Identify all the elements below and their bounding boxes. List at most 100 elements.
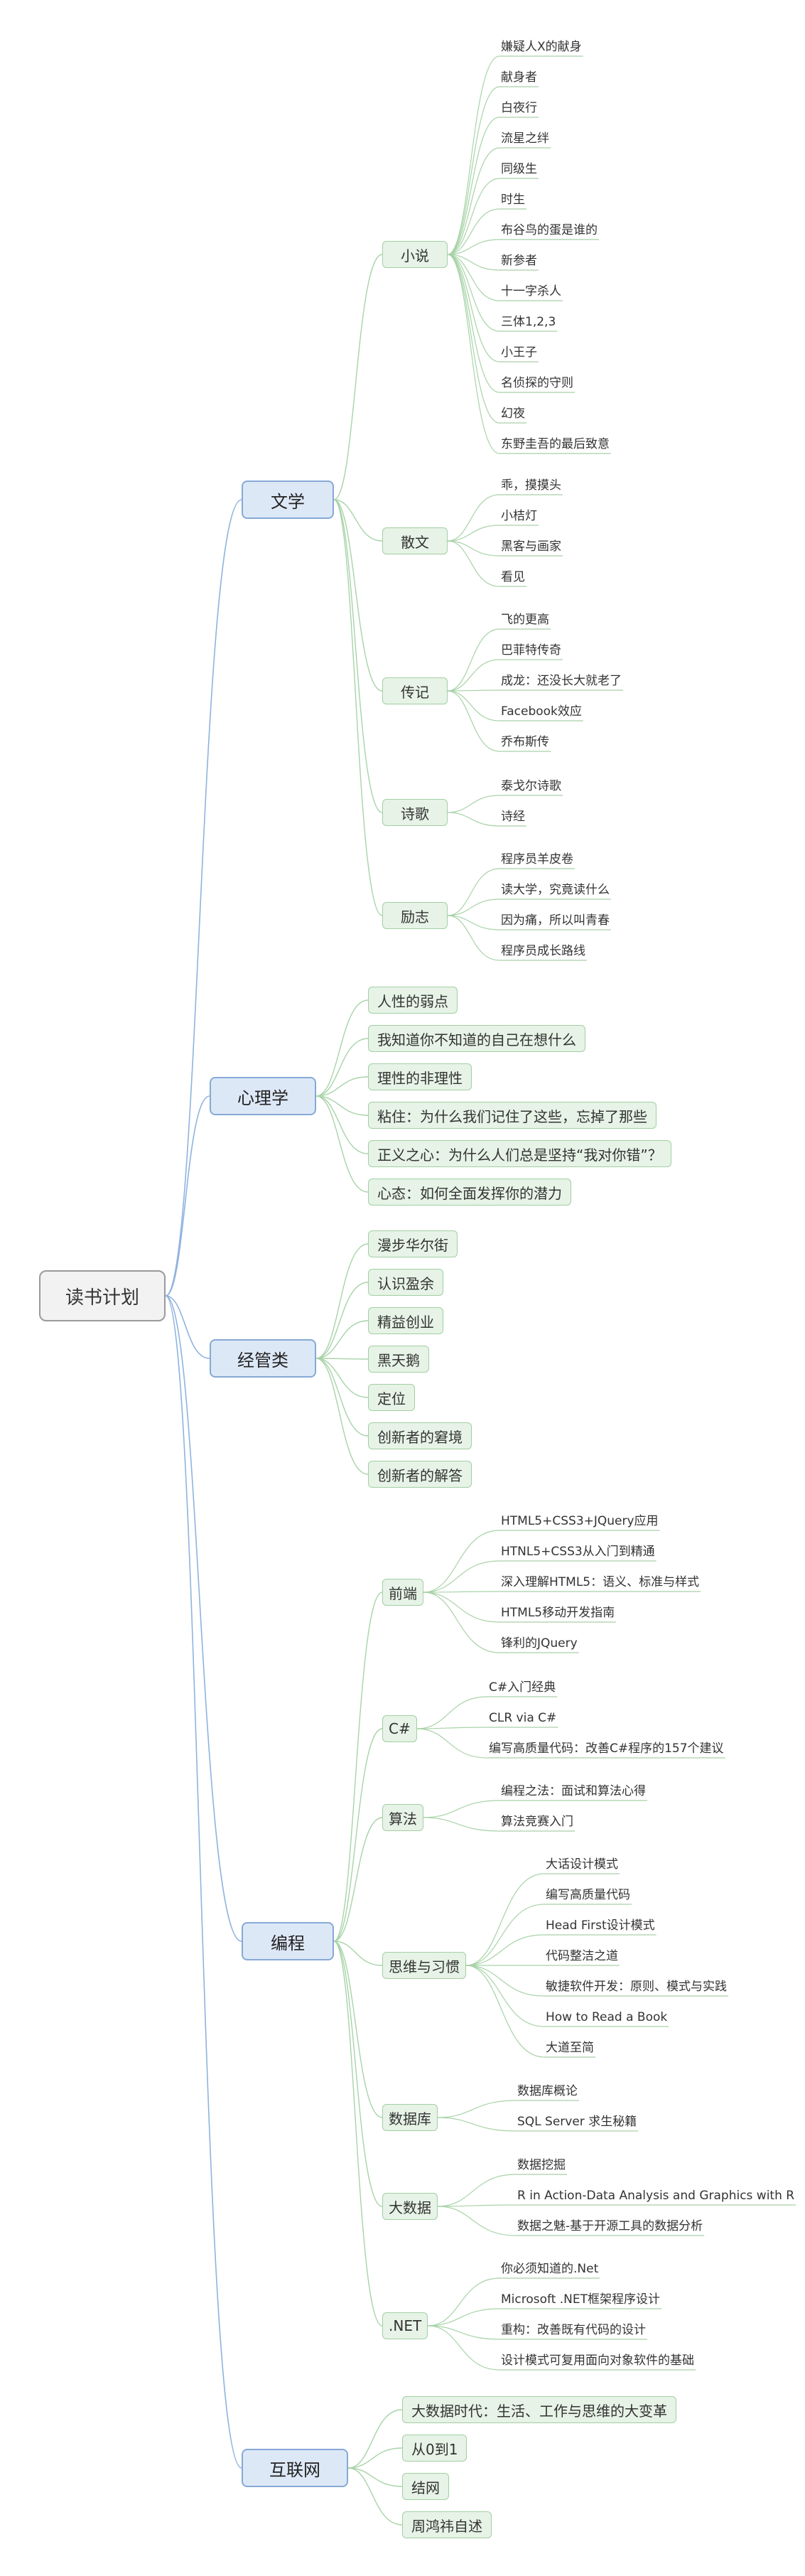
book-novel[interactable]: 新参者 (501, 254, 537, 268)
book-dotnet[interactable]: 设计模式可复用面向对象软件的基础 (501, 2354, 694, 2368)
book-novel[interactable]: 嫌疑人X的献身 (501, 40, 582, 54)
book-thinking[interactable]: 敏捷软件开发：原则、模式与实践 (546, 1980, 727, 1994)
leaf-connector (447, 254, 500, 301)
leaf-connector (416, 1728, 488, 1759)
book-economics[interactable]: 黑天鹅 (368, 1346, 429, 1373)
topic-programming[interactable]: 编程 (242, 1922, 334, 1960)
book-economics[interactable]: 创新者的窘境 (368, 1422, 472, 1449)
book-biography[interactable]: 乔布斯传 (501, 735, 549, 749)
subtopic-database[interactable]: 数据库 (382, 2104, 438, 2131)
book-inspirational[interactable]: 读大学，究竟读什么 (501, 883, 610, 897)
subtopic-poetry[interactable]: 诗歌 (382, 799, 448, 826)
book-frontend[interactable]: 锋利的JQuery (501, 1636, 578, 1651)
book-psychology[interactable]: 人性的弱点 (368, 987, 458, 1014)
book-big-data[interactable]: 数据挖掘 (517, 2158, 566, 2172)
book-thinking[interactable]: How to Read a Book (546, 2010, 668, 2024)
book-big-data[interactable]: R in Action-Data Analysis and Graphics w… (517, 2189, 795, 2203)
book-algorithms[interactable]: 编程之法：面试和算法心得 (501, 1784, 646, 1798)
topic-psychology[interactable]: 心理学 (210, 1077, 316, 1115)
book-essay[interactable]: 黑客与画家 (501, 540, 561, 554)
book-essay[interactable]: 乖，摸摸头 (501, 478, 561, 493)
leaf-connector (423, 1560, 500, 1593)
subtopic-big-data[interactable]: 大数据 (382, 2193, 438, 2220)
book-database[interactable]: SQL Server 求生秘籍 (517, 2115, 637, 2129)
book-psychology[interactable]: 我知道你不知道的自己在想什么 (368, 1025, 585, 1052)
subtopic-biography[interactable]: 传记 (382, 677, 448, 704)
book-psychology[interactable]: 理性的非理性 (368, 1063, 472, 1090)
book-economics[interactable]: 漫步华尔街 (368, 1230, 458, 1257)
book-thinking[interactable]: 代码整洁之道 (546, 1949, 618, 1963)
book-database[interactable]: 数据库概论 (517, 2084, 578, 2098)
book-internet[interactable]: 大数据时代：生活、工作与思维的大变革 (402, 2396, 676, 2423)
subtopic-frontend[interactable]: 前端 (382, 1579, 423, 1606)
branch-connector (333, 254, 383, 500)
book-novel[interactable]: 布谷鸟的蛋是谁的 (501, 223, 598, 237)
root-node[interactable]: 读书计划 (39, 1270, 166, 1321)
book-novel[interactable]: 幻夜 (501, 407, 525, 421)
topic-internet[interactable]: 互联网 (242, 2449, 348, 2487)
book-novel[interactable]: 十一字杀人 (501, 284, 561, 299)
book-psychology[interactable]: 心态：如何全面发挥你的潜力 (368, 1179, 571, 1206)
book-poetry[interactable]: 泰戈尔诗歌 (501, 779, 561, 793)
book-inspirational[interactable]: 程序员成长路线 (501, 944, 585, 958)
book-big-data[interactable]: 数据之魅-基于开源工具的数据分析 (517, 2219, 703, 2233)
subtopic-essays[interactable]: 散文 (382, 527, 448, 554)
book-novel[interactable]: 流星之绊 (501, 132, 549, 146)
book-frontend[interactable]: 深入理解HTML5：语义、标准与样式 (501, 1575, 700, 1589)
book-psychology[interactable]: 正义之心：为什么人们总是坚持“我对你错”？ (368, 1140, 671, 1167)
book-novel[interactable]: 小王子 (501, 345, 537, 360)
book-economics[interactable]: 定位 (368, 1384, 415, 1411)
branch-connector (333, 1941, 383, 2327)
subtopic-algorithms[interactable]: 算法 (382, 1804, 423, 1831)
leaf-connector (447, 868, 500, 916)
book-frontend[interactable]: HTNL5+CSS3从入门到精通 (501, 1545, 655, 1559)
root-connector (165, 1295, 210, 1359)
book-poetry[interactable]: 诗经 (501, 810, 525, 824)
topic-economics-management[interactable]: 经管类 (210, 1339, 316, 1378)
book-psychology[interactable]: 粘住：为什么我们记住了这些，忘掉了那些 (368, 1102, 657, 1129)
book-economics[interactable]: 认识盈余 (368, 1269, 443, 1296)
book-novel[interactable]: 东野圭吾的最后致意 (501, 437, 610, 451)
subtopic-novels[interactable]: 小说 (382, 241, 448, 268)
book-thinking[interactable]: 大道至简 (546, 2041, 594, 2055)
leaf-connector (447, 812, 500, 827)
subtopic-thinking-habits[interactable]: 思维与习惯 (382, 1952, 466, 1979)
book-dotnet[interactable]: 重构：改善既有代码的设计 (501, 2323, 646, 2337)
book-biography[interactable]: Facebook效应 (501, 704, 582, 719)
book-essay[interactable]: 看见 (501, 570, 525, 584)
book-internet[interactable]: 周鸿祎自述 (402, 2511, 492, 2538)
book-novel[interactable]: 献身者 (501, 70, 537, 85)
book-thinking[interactable]: 大话设计模式 (546, 1857, 618, 1872)
book-internet[interactable]: 从0到1 (402, 2435, 468, 2462)
book-dotnet[interactable]: 你必须知道的.Net (501, 2262, 599, 2276)
subtopic-dotnet[interactable]: .NET (382, 2312, 428, 2339)
book-novel[interactable]: 名侦探的守则 (501, 376, 573, 390)
book-inspirational[interactable]: 因为痛，所以叫青春 (501, 913, 610, 928)
book-novel[interactable]: 白夜行 (501, 101, 537, 115)
book-economics[interactable]: 精益创业 (368, 1307, 443, 1334)
book-novel[interactable]: 时生 (501, 193, 525, 207)
root-connector (165, 1295, 242, 1942)
book-biography[interactable]: 飞的更高 (501, 613, 549, 627)
subtopic-csharp[interactable]: C# (382, 1715, 417, 1742)
topic-literature[interactable]: 文学 (242, 481, 334, 519)
book-inspirational[interactable]: 程序员羊皮卷 (501, 852, 573, 866)
book-novel[interactable]: 同级生 (501, 162, 537, 176)
book-thinking[interactable]: Head First设计模式 (546, 1918, 655, 1933)
book-essay[interactable]: 小桔灯 (501, 509, 537, 523)
book-csharp[interactable]: 编写高质量代码：改善C#程序的157个建议 (489, 1742, 724, 1756)
leaf-connector (416, 1696, 488, 1729)
book-dotnet[interactable]: Microsoft .NET框架程序设计 (501, 2292, 661, 2307)
subtopic-inspirational[interactable]: 励志 (382, 902, 448, 929)
book-frontend[interactable]: HTML5移动开发指南 (501, 1606, 615, 1620)
book-frontend[interactable]: HTML5+CSS3+JQuery应用 (501, 1514, 659, 1528)
book-thinking[interactable]: 编写高质量代码 (546, 1888, 630, 1902)
book-novel[interactable]: 三体1,2,3 (501, 315, 556, 329)
book-csharp[interactable]: C#入门经典 (489, 1680, 556, 1695)
book-biography[interactable]: 成龙：还没长大就老了 (501, 674, 622, 688)
book-biography[interactable]: 巴菲特传奇 (501, 643, 561, 658)
book-economics[interactable]: 创新者的解答 (368, 1461, 472, 1488)
book-internet[interactable]: 结网 (402, 2473, 449, 2500)
book-algorithms[interactable]: 算法竞赛入门 (501, 1815, 573, 1829)
book-csharp[interactable]: CLR via C# (489, 1711, 557, 1725)
